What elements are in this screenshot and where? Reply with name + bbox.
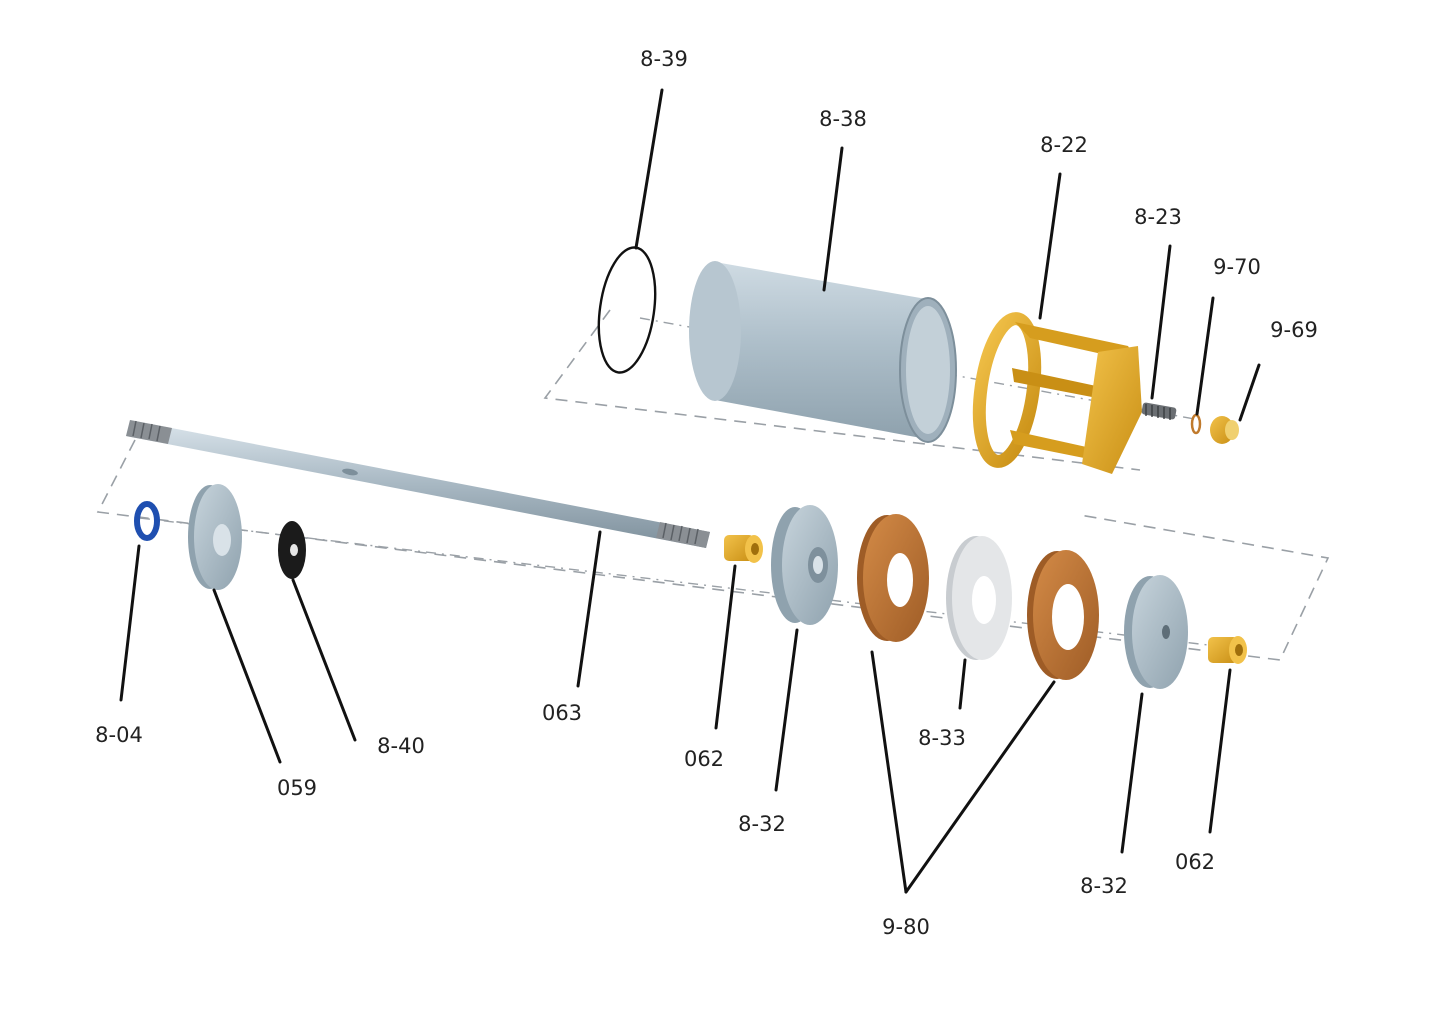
part-8-32-disk-right	[1124, 575, 1188, 689]
leader-8-32-left	[774, 628, 799, 792]
part-8-33-washer	[946, 536, 1012, 660]
leader-8-39	[634, 88, 664, 250]
leader-lines	[119, 88, 1261, 894]
leader-063	[576, 530, 602, 688]
part-9-70-ring	[1190, 413, 1202, 435]
label-8-32-left: 8-32	[738, 812, 786, 836]
part-8-40-washer	[278, 521, 306, 579]
leader-9-70	[1195, 296, 1215, 416]
part-8-23-stud	[1141, 402, 1177, 420]
part-9-69-nut	[1210, 416, 1239, 444]
leader-9-80-a	[870, 650, 908, 894]
leader-8-22	[1038, 172, 1062, 320]
part-8-38-cylinder	[689, 261, 957, 443]
part-063-shaft	[126, 420, 710, 548]
leader-8-32-right	[1120, 692, 1144, 854]
part-8-39-o-ring	[597, 246, 657, 374]
part-062-bushing-left	[724, 535, 763, 563]
label-9-70: 9-70	[1213, 255, 1261, 279]
leader-9-80-b	[904, 680, 1056, 894]
label-059: 059	[277, 776, 317, 800]
leader-062-right	[1208, 668, 1232, 834]
part-9-80-seal-second	[1027, 550, 1099, 680]
part-8-04-ring	[134, 501, 160, 541]
label-8-32-right: 8-32	[1080, 874, 1128, 898]
part-8-22-brass-cage	[972, 312, 1142, 474]
label-8-38: 8-38	[819, 107, 867, 131]
label-9-69: 9-69	[1270, 318, 1318, 342]
leader-8-40	[291, 578, 357, 742]
leader-8-04	[119, 544, 141, 702]
part-059-disk	[188, 484, 242, 590]
leader-8-38	[822, 146, 844, 292]
label-9-80: 9-80	[882, 915, 930, 939]
label-8-33: 8-33	[918, 726, 966, 750]
part-labels: 8-39 8-38 8-22 8-23 9-70 9-69 8-04 059 8…	[95, 47, 1318, 939]
leader-9-69	[1238, 363, 1261, 422]
label-062-right: 062	[1175, 850, 1215, 874]
label-063: 063	[542, 701, 582, 725]
label-062-left: 062	[684, 747, 724, 771]
part-062-bushing-right	[1208, 636, 1247, 664]
leader-062-left	[714, 564, 737, 730]
part-8-32-disk-left	[771, 505, 838, 625]
label-8-23: 8-23	[1134, 205, 1182, 229]
leader-8-33	[958, 658, 967, 710]
assembly-guide-lines	[96, 309, 1330, 661]
label-8-39: 8-39	[640, 47, 688, 71]
label-8-22: 8-22	[1040, 133, 1088, 157]
leader-059	[212, 588, 282, 764]
label-8-04: 8-04	[95, 723, 143, 747]
part-9-80-seal-first	[857, 514, 929, 642]
label-8-40: 8-40	[377, 734, 425, 758]
leader-8-23	[1150, 244, 1172, 400]
